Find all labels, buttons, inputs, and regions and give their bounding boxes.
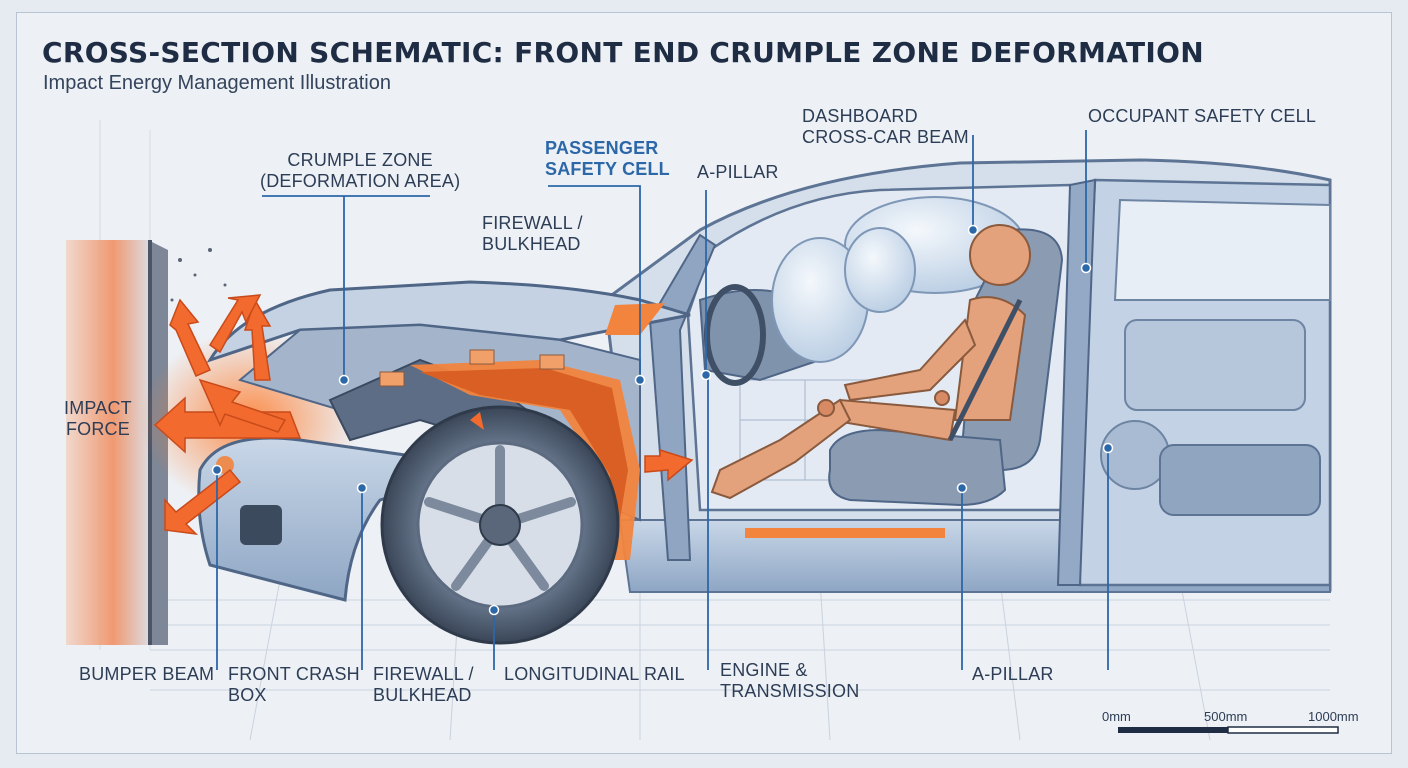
scale-label-1000: 1000mm [1308, 709, 1359, 724]
seatbelt [947, 298, 1023, 442]
diagram-subtitle: Impact Energy Management Illustration [43, 72, 391, 94]
label-dashboard-beam: DASHBOARD CROSS-CAR BEAM [802, 106, 969, 147]
label-longitudinal-rail: LONGITUDINAL RAIL [504, 664, 685, 684]
front-wheel [380, 405, 620, 645]
label-bumper-beam: BUMPER BEAM [79, 664, 215, 684]
label-crumple-zone: CRUMPLE ZONE (DEFORMATION AREA) [260, 150, 461, 191]
scale-label-500: 500mm [1204, 709, 1248, 724]
label-a-pillar-bottom: A-PILLAR [972, 664, 1054, 684]
label-front-crash-box: FRONT CRASH BOX [228, 664, 360, 705]
label-firewall-top: FIREWALL / BULKHEAD [482, 213, 583, 254]
deformation-arrow [470, 412, 484, 430]
label-passenger-safety-cell: PASSENGER SAFETY CELL [545, 138, 670, 179]
crumpled-hood [206, 280, 691, 363]
label-occupant-safety-cell: OCCUPANT SAFETY CELL [1088, 106, 1317, 126]
label-engine-transmission: ENGINE & TRANSMISSION [720, 660, 860, 701]
label-impact-force: IMPACT FORCE [64, 398, 132, 439]
callout-dots [211, 224, 1114, 616]
label-firewall-bottom: FIREWALL / BULKHEAD [373, 664, 474, 705]
ground-grid [150, 579, 1330, 741]
diagram-title: CROSS-SECTION SCHEMATIC: FRONT END CRUMP… [42, 36, 1204, 69]
label-a-pillar-top: A-PILLAR [697, 162, 779, 182]
impact-force-arrows [153, 294, 694, 536]
scale-label-0: 0mm [1102, 709, 1131, 724]
callout-lines [216, 130, 1109, 670]
scale-bar [1118, 726, 1339, 734]
